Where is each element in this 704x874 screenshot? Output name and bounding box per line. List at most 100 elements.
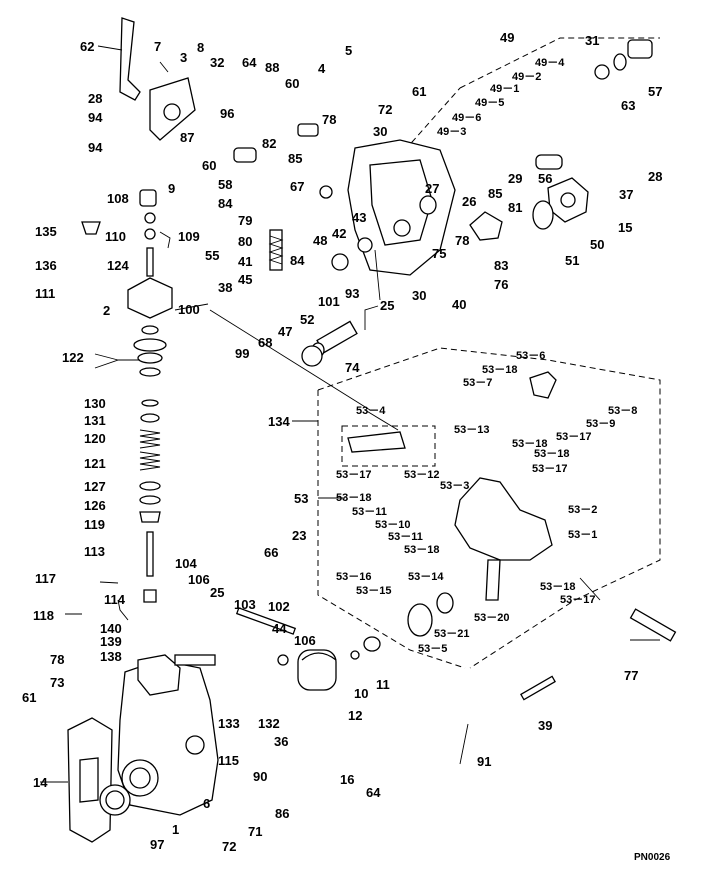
callout-53-6: 53－6: [516, 350, 545, 362]
callout-68: 68: [258, 335, 272, 350]
callout-67: 67: [290, 179, 304, 194]
callout-97: 97: [150, 837, 164, 852]
barrel-2: [127, 277, 173, 319]
callout-39: 39: [538, 718, 552, 733]
callout-84b: 84: [290, 253, 305, 268]
callout-53-18a: 53－18: [482, 364, 517, 376]
callout-115: 115: [218, 753, 239, 768]
callout-53-4: 53－4: [356, 405, 386, 417]
callout-75: 75: [432, 246, 446, 261]
callout-36: 36: [274, 734, 288, 749]
callout-53-18c: 53－18: [534, 448, 569, 460]
plunger-spring-120: [139, 429, 161, 449]
callout-86: 86: [275, 806, 289, 821]
callout-113: 113: [84, 544, 105, 559]
callout-131: 131: [84, 413, 106, 428]
callout-138: 138: [100, 649, 122, 664]
callout-87: 87: [180, 130, 194, 145]
callout-53-12: 53－12: [404, 469, 439, 481]
callout-73: 73: [50, 675, 64, 690]
leader-lines: [40, 45, 660, 783]
callout-31: 31: [585, 33, 599, 48]
callout-140: 140: [100, 621, 122, 636]
callout-119: 119: [84, 517, 105, 532]
governor-lever-assembly: [454, 477, 553, 561]
callout-99: 99: [235, 346, 249, 361]
callout-71: 71: [248, 824, 262, 839]
callout-100: 100: [178, 302, 200, 317]
parts-drawings: [67, 17, 677, 843]
callout-110: 110: [105, 229, 126, 244]
callout-28a: 28: [88, 91, 102, 106]
callout-106b: 106: [294, 633, 316, 648]
callout-4: 4: [318, 61, 326, 76]
callout-53-5: 53－5: [418, 643, 447, 655]
callout-28b: 28: [648, 169, 662, 184]
callout-25b: 25: [210, 585, 224, 600]
callout-77: 77: [624, 668, 638, 683]
callout-53-13: 53－13: [454, 424, 489, 436]
group-outlines: [317, 37, 661, 669]
callout-1: 1: [172, 822, 179, 837]
callout-53-16: 53－16: [336, 571, 371, 583]
callout-53-7: 53－7: [463, 377, 492, 389]
callout-64a: 64: [242, 55, 257, 70]
callout-127: 127: [84, 479, 106, 494]
callout-135: 135: [35, 224, 57, 239]
callout-63: 63: [621, 98, 635, 113]
callout-8: 8: [197, 40, 204, 55]
callout-53-17a: 53－17: [556, 431, 591, 443]
callout-49-3: 49－3: [437, 126, 466, 138]
callout-114: 114: [104, 592, 126, 607]
callout-53-8: 53－8: [608, 405, 637, 417]
callout-12: 12: [348, 708, 362, 723]
callout-78a: 78: [322, 112, 336, 127]
callout-45: 45: [238, 272, 252, 287]
callout-124: 124: [107, 258, 129, 273]
callout-78b: 78: [455, 233, 469, 248]
callout-66: 66: [264, 545, 278, 560]
callout-labels: 62 7 3 8 32 64 88 60 4 5 49 49－4 49－2 49…: [22, 30, 662, 854]
callout-121: 121: [84, 456, 106, 471]
callout-42: 42: [332, 226, 346, 241]
callout-53: 53: [294, 491, 308, 506]
callout-53-10: 53－10: [375, 519, 410, 531]
callout-133: 133: [218, 716, 240, 731]
callout-53-18b: 53－18: [512, 438, 547, 450]
callout-53-14: 53－14: [408, 571, 444, 583]
callout-76: 76: [494, 277, 508, 292]
callout-90: 90: [253, 769, 267, 784]
callout-48: 48: [313, 233, 327, 248]
callout-80: 80: [238, 234, 252, 249]
callout-53-17c: 53－17: [336, 469, 371, 481]
callout-126: 126: [84, 498, 106, 513]
callout-85b: 85: [488, 186, 502, 201]
callout-60a: 60: [285, 76, 299, 91]
callout-53-9: 53－9: [586, 418, 615, 430]
callout-16: 16: [340, 772, 354, 787]
callout-7: 7: [154, 39, 161, 54]
callout-64b: 64: [366, 785, 381, 800]
callout-49-1: 49－1: [490, 83, 519, 95]
plunger-spring-121: [139, 451, 161, 471]
callout-118: 118: [33, 608, 54, 623]
callout-101: 101: [318, 294, 340, 309]
callout-49-6: 49－6: [452, 112, 481, 124]
callout-44: 44: [272, 621, 287, 636]
callout-41: 41: [238, 254, 252, 269]
callout-72a: 72: [378, 102, 392, 117]
callout-136: 136: [35, 258, 57, 273]
callout-25a: 25: [380, 298, 394, 313]
callout-53-20: 53－20: [474, 612, 509, 624]
callout-50: 50: [590, 237, 604, 252]
callout-9: 9: [168, 181, 175, 196]
callout-78c: 78: [50, 652, 64, 667]
callout-53-11a: 53－11: [352, 506, 387, 518]
callout-117: 117: [35, 571, 56, 586]
callout-53-15: 53－15: [356, 585, 391, 597]
callout-38: 38: [218, 280, 232, 295]
callout-62: 62: [80, 39, 94, 54]
callout-43: 43: [352, 210, 366, 225]
callout-96: 96: [220, 106, 234, 121]
callout-74: 74: [345, 360, 360, 375]
